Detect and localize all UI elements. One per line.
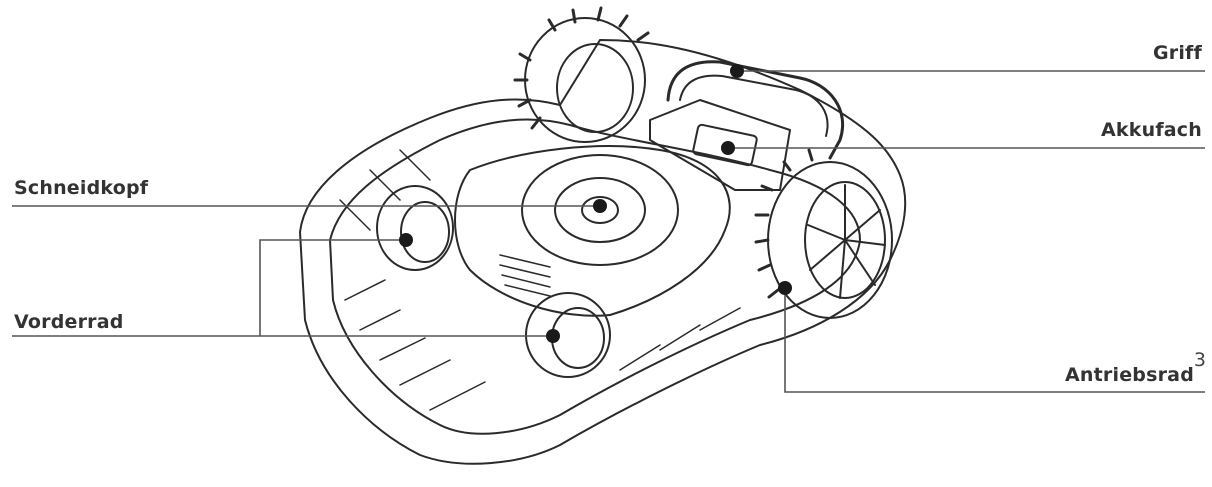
front-wheel-bottom-hub [551,307,605,369]
top-cover [454,145,731,317]
marker-vorderrad-left [399,233,413,247]
drive-wheel-inner [804,181,886,299]
body-shell [299,39,907,465]
rear-wheel-outer [524,17,646,143]
handle-bar-inner [679,74,829,137]
label-antriebsrad: Antriebsrad [1065,364,1194,386]
marker-akkufach [721,141,735,155]
rear-wheel-inner [556,43,634,133]
page-number: 3 [1193,349,1206,371]
body-ribbing [339,149,741,411]
drive-wheel-treads [754,148,814,299]
battery-panel [649,99,791,191]
display-grille [499,254,551,297]
front-wheel-left-hub [400,201,450,263]
cutting-disc-inner [581,196,619,224]
marker-antriebsrad [778,281,792,295]
front-wheel-left [376,185,454,271]
leader-antriebsrad [784,288,1205,393]
cutting-disc-outer [521,154,679,266]
label-vorderrad: Vorderrad [14,311,124,333]
front-wheel-bottom [525,292,611,378]
marker-schneidkopf [593,199,607,213]
label-schneidkopf: Schneidkopf [14,177,149,199]
marker-vorderrad-bottom [546,329,560,343]
leader-vorderrad-upper [259,239,406,336]
battery-slot [692,123,758,167]
marker-griff [730,64,744,78]
body-rim [329,118,861,435]
cutting-disc-mid [554,177,646,243]
drive-wheel-spokes [807,184,886,299]
rear-wheel-treads [513,6,650,130]
handle-bar [666,60,845,160]
label-griff: Griff [1152,42,1202,64]
label-akkufach: Akkufach [1101,119,1202,141]
